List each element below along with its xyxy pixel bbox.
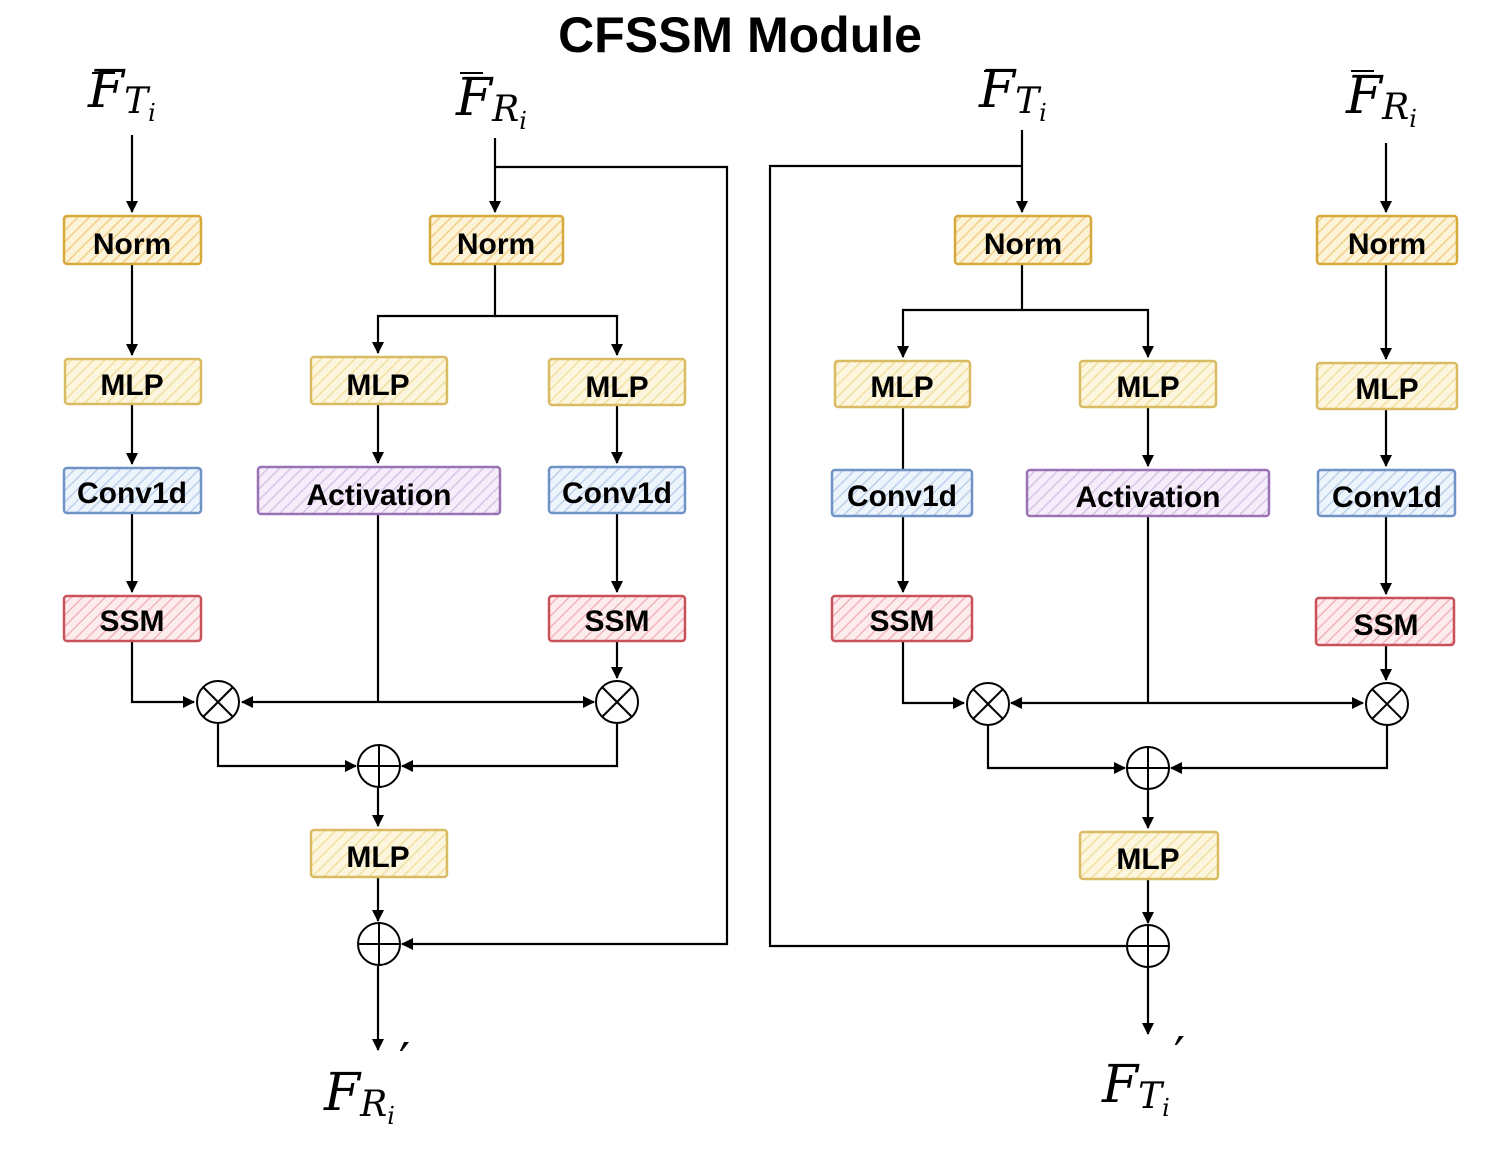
circled-times-icon	[966, 682, 1010, 726]
right-ssm-t-label: SSM	[869, 605, 934, 638]
left-mlp-t-label: MLP	[100, 369, 163, 402]
circled-times-icon	[196, 680, 240, 724]
right-norm-r-label: Norm	[1348, 228, 1426, 261]
circled-plus-icon	[357, 922, 401, 966]
right-wires	[768, 130, 1392, 1035]
left-ssm-r-label: SSM	[584, 605, 649, 638]
right-conv-t-box: Conv1d	[830, 468, 974, 518]
left-mlp-r-label: MLP	[585, 371, 648, 404]
left-branch: Norm Norm MLP MLP MLP Conv1d Activation	[62, 60, 729, 1130]
right-norm-t-box: Norm	[953, 214, 1093, 266]
left-input-ft-label: FTi	[87, 60, 156, 127]
right-mlp-r-box: MLP	[1315, 361, 1459, 411]
left-input-fr-label: FRi	[455, 68, 527, 135]
right-ssm-t-box: SSM	[830, 594, 974, 643]
left-mlp-t-box: MLP	[63, 357, 203, 406]
right-conv-r-box: Conv1d	[1316, 468, 1457, 518]
right-mlp-t-box: MLP	[833, 359, 972, 409]
left-norm-t-label: Norm	[93, 228, 171, 261]
left-mlp-out-box: MLP	[309, 828, 449, 879]
left-ssm-r-box: SSM	[547, 594, 687, 643]
left-conv-r-label: Conv1d	[562, 477, 672, 510]
right-conv-r-label: Conv1d	[1332, 481, 1442, 514]
right-activation-box: Activation	[1025, 468, 1271, 518]
right-branch: Norm Norm MLP MLP MLP Conv1d Activation	[768, 60, 1459, 1122]
right-input-ft-label: FTi	[978, 60, 1047, 127]
left-norm-r-label: Norm	[457, 228, 535, 261]
right-ssm-r-box: SSM	[1314, 596, 1456, 647]
svg-text:FRi: FRi	[1345, 66, 1417, 133]
left-mlp-act-box: MLP	[309, 355, 449, 406]
left-mlp-act-label: MLP	[346, 369, 409, 402]
right-norm-t-label: Norm	[984, 228, 1062, 261]
left-activation-box: Activation	[256, 465, 502, 516]
left-norm-r-box: Norm	[428, 214, 565, 266]
left-conv-t-label: Conv1d	[77, 477, 187, 510]
svg-text:FTi: FTi	[978, 60, 1047, 127]
circled-plus-icon	[1126, 924, 1170, 968]
left-mlp-r-box: MLP	[547, 357, 687, 407]
right-conv-t-label: Conv1d	[847, 480, 957, 513]
svg-text:FTi′: FTi′	[1101, 1026, 1185, 1122]
left-output-fr-label: FRi′	[323, 1032, 410, 1130]
right-activation-label: Activation	[1075, 481, 1220, 514]
svg-text:FRi: FRi	[455, 68, 527, 135]
right-mlp-out-box: MLP	[1078, 830, 1220, 881]
svg-text:FRi′: FRi′	[323, 1032, 410, 1130]
right-output-ft-label: FTi′	[1101, 1026, 1185, 1122]
right-mlp-out-label: MLP	[1116, 843, 1179, 876]
left-conv-r-box: Conv1d	[547, 465, 687, 515]
circled-times-icon	[1365, 682, 1409, 726]
svg-text:FTi: FTi	[87, 60, 156, 127]
right-ssm-r-label: SSM	[1353, 609, 1418, 642]
right-mlp-t-label: MLP	[870, 371, 933, 404]
left-norm-t-box: Norm	[62, 214, 203, 266]
right-mlp-act-box: MLP	[1078, 359, 1218, 409]
left-mlp-out-label: MLP	[346, 841, 409, 874]
right-mlp-act-label: MLP	[1116, 371, 1179, 404]
diagram-title: CFSSM Module	[558, 7, 922, 63]
right-input-fr-label: FRi	[1345, 66, 1417, 133]
left-activation-label: Activation	[306, 479, 451, 512]
left-wires	[126, 135, 729, 1051]
right-mlp-r-label: MLP	[1355, 373, 1418, 406]
circled-plus-icon	[1126, 746, 1170, 790]
left-conv-t-box: Conv1d	[62, 466, 203, 515]
right-norm-r-box: Norm	[1315, 214, 1459, 266]
left-ssm-t-label: SSM	[99, 605, 164, 638]
left-ssm-t-box: SSM	[62, 594, 203, 643]
circled-plus-icon	[357, 744, 401, 788]
circled-times-icon	[595, 680, 639, 724]
